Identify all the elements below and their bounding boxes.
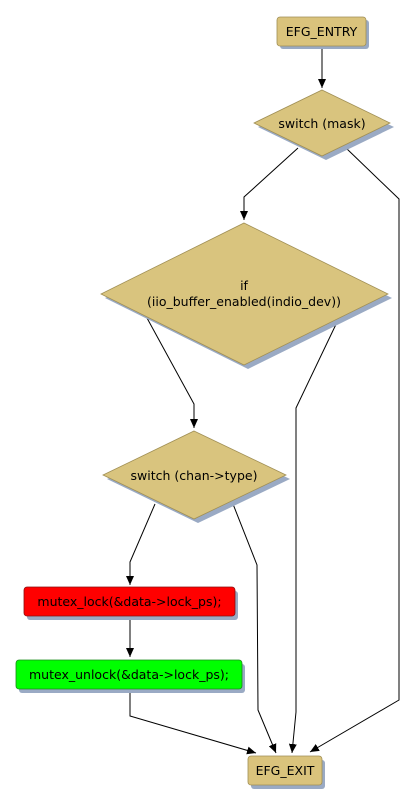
if-buffer-node: if (iio_buffer_enabled(indio_dev)) xyxy=(100,222,392,369)
switch-mask-label: switch (mask) xyxy=(278,116,365,131)
if-buffer-label-line2: (iio_buffer_enabled(indio_dev)) xyxy=(147,294,341,309)
edge-switch-type-to-exit xyxy=(232,503,277,754)
exit-node: EFG_EXIT xyxy=(247,755,325,789)
entry-node-label: EFG_ENTRY xyxy=(286,24,358,39)
switch-type-label: switch (chan->type) xyxy=(131,468,258,483)
switch-mask-node: switch (mask) xyxy=(253,89,394,160)
mutex-unlock-box xyxy=(15,659,243,690)
mutex-unlock-node: mutex_unlock(&data->lock_ps); xyxy=(15,659,245,693)
if-buffer-label-line1: if xyxy=(240,278,248,293)
switch-type-diamond xyxy=(102,430,287,520)
mutex-lock-label: mutex_lock(&data->lock_ps); xyxy=(37,594,221,609)
edge-switch-mask-to-if xyxy=(240,147,299,220)
edge-mutex-unlock-to-exit xyxy=(129,690,257,755)
switch-mask-diamond xyxy=(253,89,391,157)
exit-node-label: EFG_EXIT xyxy=(256,763,315,778)
edge-if-to-switch-type xyxy=(146,317,198,428)
switch-type-node: switch (chan->type) xyxy=(102,430,290,523)
edges xyxy=(126,46,400,755)
edge-switch-type-to-mutex-lock xyxy=(126,503,156,585)
if-buffer-diamond xyxy=(100,222,389,366)
edge-if-to-exit xyxy=(288,317,340,754)
mutex-lock-node: mutex_lock(&data->lock_ps); xyxy=(23,586,238,620)
mutex-unlock-label: mutex_unlock(&data->lock_ps); xyxy=(29,667,229,682)
entry-node: EFG_ENTRY xyxy=(276,16,369,49)
exit-node-box xyxy=(247,755,323,786)
edge-switch-mask-to-exit xyxy=(309,147,400,753)
entry-node-box xyxy=(276,16,367,47)
mutex-lock-box xyxy=(23,586,236,617)
